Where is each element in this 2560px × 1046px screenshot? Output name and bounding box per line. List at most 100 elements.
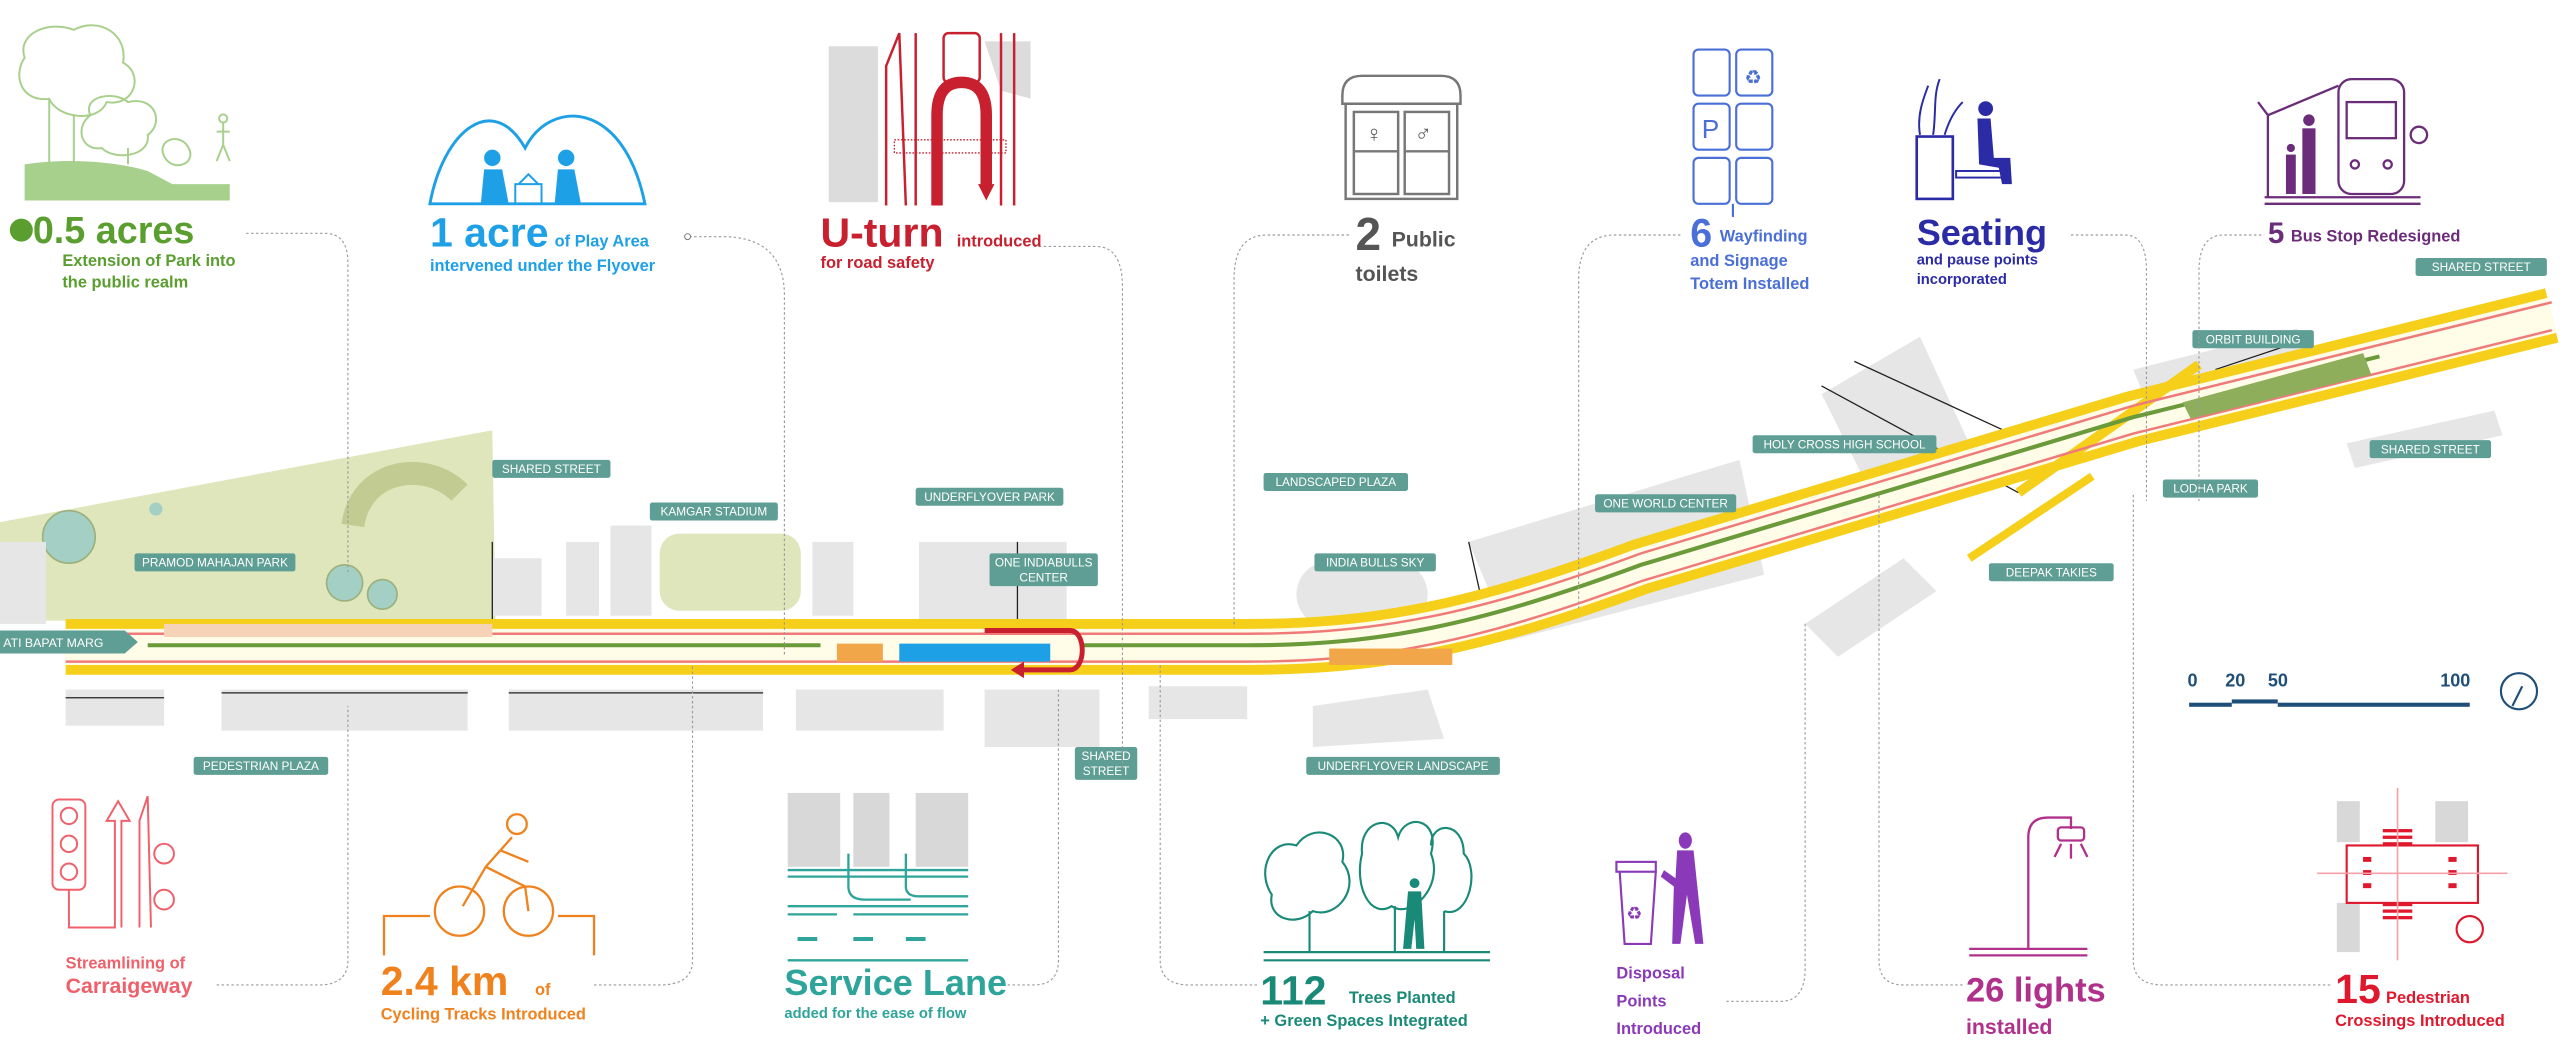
label-kamgar-stadium: KAMGAR STADIUM [649, 502, 778, 521]
callout-street-lights: 26 lights installed [1966, 816, 2106, 1039]
svg-text:♂: ♂ [1415, 120, 1432, 146]
callout-disposal-points: ♻ Disposal Points Introduced [1615, 832, 1704, 1038]
label-shared-street-ne: SHARED STREET [2415, 257, 2547, 277]
label-pramod-mahajan-park: PRAMOD MAHAJAN PARK [134, 553, 296, 572]
seating-value: Seating [1917, 212, 2047, 253]
toilets-suffix: Public [1392, 227, 1456, 251]
svg-text:SHARED STREET: SHARED STREET [2381, 442, 2480, 456]
cycling-text: Cycling Tracks Introduced [381, 1005, 586, 1023]
callout-u-turn: U-turn introduced for road safety [821, 31, 1042, 272]
park-pond [366, 578, 398, 610]
play-area-icon [428, 114, 647, 206]
cycling-suffix: of [535, 981, 551, 999]
map-labels: SHARED STREET KAMGAR STADIUM PRAMOD MAHA… [134, 257, 2547, 780]
crossings-value: 15 [2335, 966, 2381, 1012]
median [147, 354, 2380, 648]
trees-text: + Green Spaces Integrated [1260, 1012, 1467, 1030]
callout-park-extension: 0.5 acres Extension of Park into the pub… [9, 24, 236, 292]
park-lawn [341, 462, 468, 528]
svg-text:INDIA BULLS SKY: INDIA BULLS SKY [1326, 555, 1424, 569]
svg-text:STREET: STREET [1083, 764, 1130, 778]
bus-stop-icon [2257, 77, 2429, 205]
label-underflyover-park: UNDERFLYOVER PARK [915, 487, 1064, 506]
label-one-world-center: ONE WORLD CENTER [1595, 494, 1737, 513]
kamgar-stadium [659, 533, 801, 611]
callout-wayfinding: P ♻ 6 Wayfinding and Signage Totem Insta… [1690, 48, 1809, 293]
u-turn-text: for road safety [821, 254, 936, 272]
service-lane-icon [787, 792, 969, 962]
pedestrian-crossing-icon [2317, 788, 2508, 961]
svg-text:KAMGAR STADIUM: KAMGAR STADIUM [661, 505, 768, 519]
north-arrow-icon [2499, 672, 2539, 711]
svg-text:ONE WORLD CENTER: ONE WORLD CENTER [1603, 496, 1728, 510]
road-name-marker: ATI BAPAT MARG [0, 630, 138, 654]
scale-tick: 20 [2225, 670, 2245, 690]
label-india-bulls-sky: INDIA BULLS SKY [1314, 553, 1436, 572]
label-holy-cross-high-school: HOLY CROSS HIGH SCHOOL [1752, 435, 1937, 454]
wayfinding-text-2: Totem Installed [1690, 275, 1809, 293]
toilets-text: toilets [1355, 262, 1418, 286]
svg-text:SHARED: SHARED [1081, 749, 1130, 763]
svg-text:♀: ♀ [1365, 120, 1382, 146]
trees-suffix: Trees Planted [1349, 989, 1456, 1007]
disposal-text-1: Disposal [1616, 964, 1684, 982]
callout-pedestrian-crossings: 15 Pedestrian Crossings Introduced [2317, 788, 2508, 1030]
crossings-suffix: Pedestrian [2386, 989, 2470, 1007]
svg-text:CENTER: CENTER [1019, 570, 1068, 584]
svg-text:SHARED STREET: SHARED STREET [2432, 260, 2531, 274]
label-lodha-park: LODHA PARK [2162, 479, 2259, 498]
svg-text:UNDERFLYOVER LANDSCAPE: UNDERFLYOVER LANDSCAPE [1318, 759, 1489, 773]
wayfinding-totem-icon: P ♻ [1692, 48, 1774, 217]
cycle-track [65, 328, 2553, 663]
svg-text:P: P [1702, 114, 1720, 144]
svg-text:PEDESTRIAN PLAZA: PEDESTRIAN PLAZA [203, 759, 319, 773]
bus-stop-value: 5 [2268, 217, 2284, 250]
park-ground-icon [24, 161, 230, 201]
callout-carriageway: Streamlining of Carraigeway [51, 795, 193, 998]
scale-tick: 100 [2440, 670, 2470, 690]
waste-bin-icon: ♻ [1615, 860, 1657, 945]
cyclist-icon [382, 813, 596, 956]
wayfinding-value: 6 [1690, 211, 1712, 255]
svg-text:♻: ♻ [1626, 903, 1642, 923]
park-text-2: the public realm [62, 274, 188, 292]
u-turn-value: U-turn [821, 209, 944, 255]
label-underflyover-landscape: UNDERFLYOVER LANDSCAPE [1306, 756, 1500, 775]
public-toilet-icon: ♀ ♂ [1341, 74, 1462, 201]
play-area-text: intervened under the Flyover [430, 257, 656, 275]
service-lane-value: Service Lane [784, 962, 1007, 1003]
lights-value: 26 lights [1966, 971, 2106, 1009]
wayfinding-suffix: Wayfinding [1720, 228, 1808, 246]
callout-service-lane: Service Lane added for the ease of flow [784, 792, 1007, 1022]
svg-text:HOLY CROSS HIGH SCHOOL: HOLY CROSS HIGH SCHOOL [1763, 437, 1926, 451]
scale-tick: 0 [2187, 670, 2197, 690]
park-pond [41, 509, 96, 565]
park-pond [325, 564, 364, 602]
disposal-text-3: Introduced [1616, 1020, 1701, 1038]
svg-text:LODHA PARK: LODHA PARK [2173, 482, 2248, 496]
seating-icon [1915, 78, 2012, 201]
person-disposing-icon [1660, 832, 1704, 944]
wayfinding-text-1: and Signage [1690, 252, 1788, 270]
orange-plaza [836, 643, 883, 662]
callout-seating: Seating and pause points incorporated [1915, 78, 2047, 288]
svg-text:ONE INDIABULLS: ONE INDIABULLS [995, 555, 1093, 569]
svg-text:UNDERFLYOVER PARK: UNDERFLYOVER PARK [924, 490, 1055, 504]
leader-lines [216, 232, 2331, 1002]
u-turn-arrow [984, 628, 1085, 673]
callout-public-toilets: ♀ ♂ 2 Public toilets [1341, 74, 1462, 286]
svg-text:ORBIT BUILDING: ORBIT BUILDING [2206, 332, 2301, 346]
lights-text: installed [1966, 1015, 2053, 1039]
svg-text:SHARED STREET: SHARED STREET [502, 462, 601, 476]
park-logo-icon [9, 218, 33, 242]
bus-stop-suffix: Bus Stop Redesigned [2291, 228, 2461, 246]
u-turn-suffix: introduced [957, 232, 1042, 250]
gardener-icon [1403, 878, 1425, 949]
label-shared-street-east: SHARED STREET [2369, 440, 2492, 459]
label-pedestrian-plaza: PEDESTRIAN PLAZA [193, 756, 329, 775]
scale-tick: 50 [2268, 670, 2288, 690]
